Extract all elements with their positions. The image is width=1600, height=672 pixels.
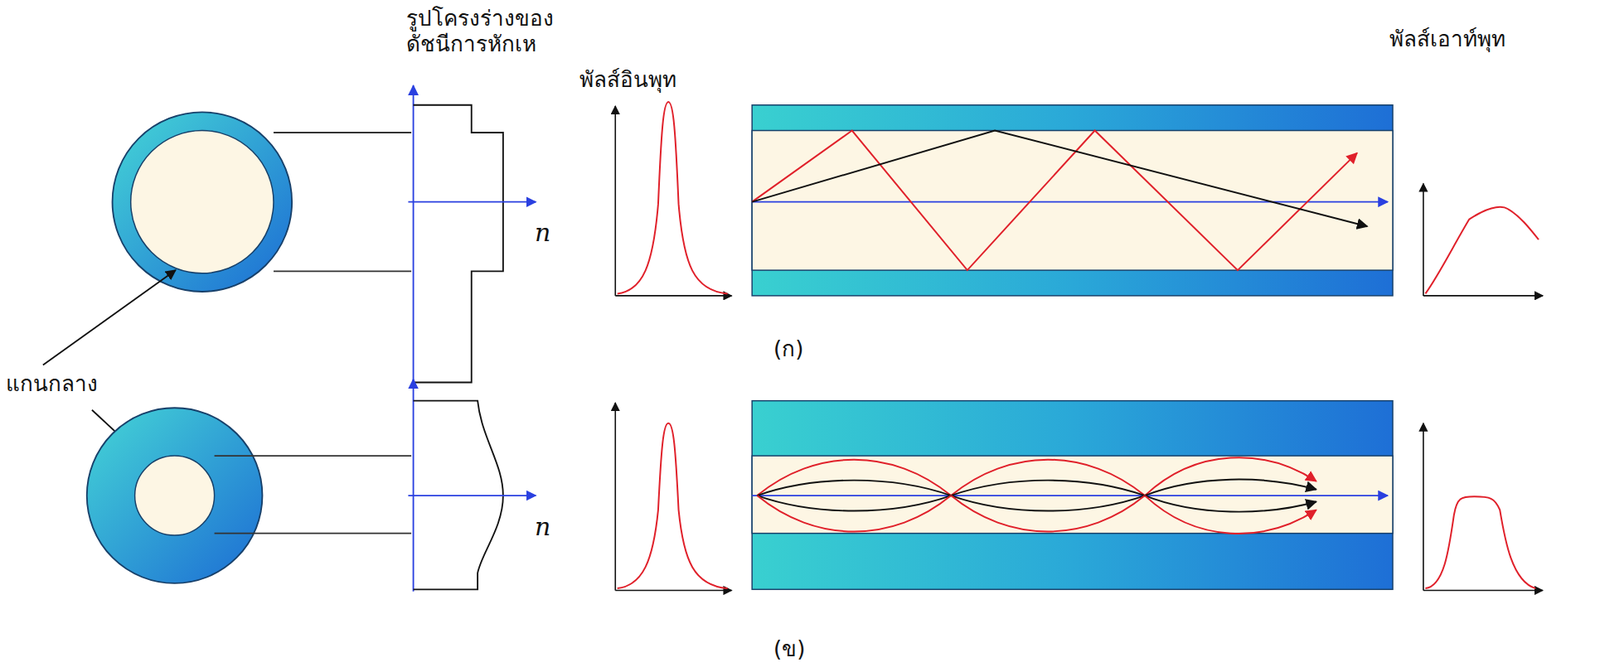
graded-index-fiber bbox=[751, 401, 1393, 591]
figure-label: (ก) bbox=[773, 336, 804, 363]
step-index-fiber bbox=[751, 105, 1393, 296]
light-ray bbox=[756, 495, 951, 532]
light-ray bbox=[1144, 480, 1317, 497]
light-ray bbox=[950, 495, 1145, 532]
callout-label: แกนกลาง bbox=[5, 371, 98, 398]
axis-label: n bbox=[534, 218, 551, 248]
light-ray bbox=[756, 460, 951, 496]
graded-index-section bbox=[87, 407, 412, 584]
profile-title: รูปโครงร่างของ ดัชนีการหักเห bbox=[406, 5, 596, 58]
light-ray bbox=[756, 480, 951, 496]
input-pulse bbox=[615, 101, 732, 296]
light-ray bbox=[756, 495, 951, 511]
figure-label: (ข) bbox=[773, 636, 805, 663]
step-index-section bbox=[112, 111, 413, 292]
output-pulse-label: พัลส์เอาท์พุท bbox=[1389, 26, 1506, 53]
output-pulse bbox=[1423, 423, 1543, 592]
light-ray bbox=[1144, 457, 1317, 496]
input-pulse bbox=[615, 402, 732, 591]
light-ray bbox=[1144, 495, 1317, 513]
graded-index-profile bbox=[407, 379, 536, 592]
step-index-profile bbox=[407, 85, 536, 386]
axis-label: n bbox=[534, 512, 551, 543]
input-pulse-label: พัลส์อินพุท bbox=[579, 67, 677, 93]
light-ray bbox=[950, 495, 1145, 511]
light-ray bbox=[950, 460, 1145, 496]
light-ray bbox=[950, 480, 1145, 496]
light-ray bbox=[1144, 495, 1317, 534]
output-pulse bbox=[1423, 184, 1543, 296]
